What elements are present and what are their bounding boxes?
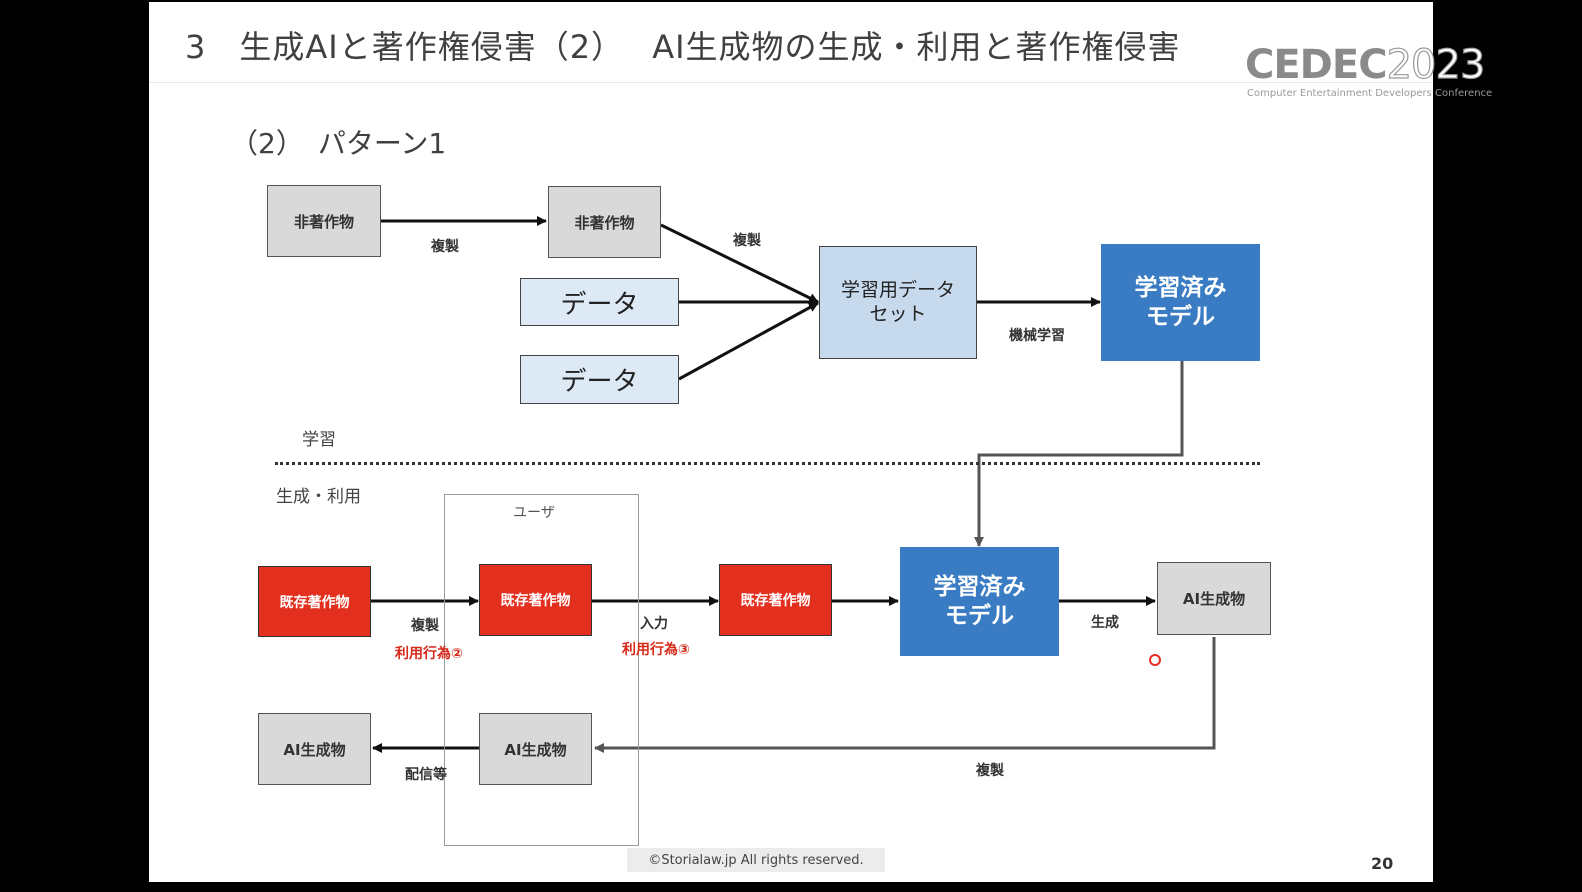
- node-data-2: データ: [520, 355, 679, 404]
- node-trained-model-top: 学習済み モデル: [1101, 244, 1260, 361]
- user-label: ユーザ: [513, 505, 555, 521]
- label-input: 入力: [640, 616, 668, 632]
- arrow-data2-to-dataset: [678, 301, 819, 381]
- connector-layer: [371, 216, 1216, 753]
- logo-wordmark: CEDEC2023: [1245, 41, 1486, 88]
- connector-copy-ai-output: [594, 637, 1216, 753]
- copyright-footer: ©Storialaw.jp All rights reserved.: [627, 848, 885, 872]
- node-existing-work-user: 既存著作物: [479, 564, 592, 636]
- node-existing-work-source: 既存著作物: [258, 566, 371, 637]
- label-distribution: 配信等: [405, 767, 447, 783]
- page-number: 20: [1371, 854, 1394, 873]
- label-generate: 生成: [1091, 615, 1119, 631]
- label-copy-3: 複製: [411, 618, 439, 634]
- pointer-marker: [1149, 654, 1161, 666]
- cedec-logo: CEDEC2023 Computer Entertainment Develop…: [1245, 41, 1495, 104]
- label-copy-1: 複製: [431, 239, 459, 255]
- label-use-act-2: 利用行為②: [395, 646, 463, 662]
- slide: 3 生成AIと著作権侵害（2） AI生成物の生成・利用と著作権侵害 CEDEC2…: [149, 2, 1492, 882]
- connector-model-to-model: [974, 361, 1184, 547]
- label-copy-4: 複製: [976, 763, 1004, 779]
- slide-title: 3 生成AIと著作権侵害（2） AI生成物の生成・利用と著作権侵害: [185, 28, 1181, 66]
- section-label-generation-use: 生成・利用: [276, 487, 361, 507]
- node-non-work-copy: 非著作物: [548, 186, 661, 258]
- label-copy-2: 複製: [733, 233, 761, 249]
- arrow-nonwork-to-dataset: [660, 223, 819, 304]
- section-divider: [275, 462, 1260, 465]
- node-non-work-source: 非著作物: [267, 185, 381, 257]
- node-existing-work-input: 既存著作物: [719, 564, 832, 636]
- title-divider: [149, 82, 1433, 83]
- node-ai-output-generated: AI生成物: [1157, 562, 1271, 635]
- node-trained-model-bottom: 学習済み モデル: [900, 547, 1059, 656]
- pattern-heading: （2） パターン1: [230, 127, 447, 160]
- logo-subtext: Computer Entertainment Developers Confer…: [1247, 88, 1493, 99]
- user-boundary: [444, 494, 639, 846]
- label-machine-learning: 機械学習: [1009, 328, 1065, 344]
- node-ai-output-user: AI生成物: [479, 713, 592, 785]
- node-training-dataset: 学習用データ セット: [819, 246, 977, 359]
- section-label-learning: 学習: [302, 430, 336, 450]
- node-ai-output-distributed: AI生成物: [258, 713, 371, 785]
- node-data-1: データ: [520, 278, 679, 326]
- label-use-act-3: 利用行為③: [622, 642, 690, 658]
